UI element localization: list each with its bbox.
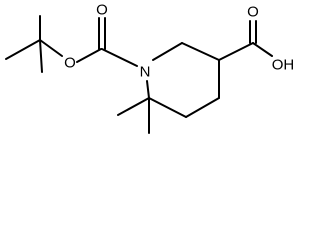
ring-nitrogen-label: N bbox=[140, 64, 151, 81]
bond-ring-to-acid-carbon bbox=[218, 42, 254, 61]
bond-ring-c2-c3 bbox=[181, 42, 220, 61]
bond-tbu-to-ester-oxygen bbox=[39, 39, 63, 57]
bond-gem-methyl-left bbox=[117, 97, 150, 116]
bond-acid-to-hydroxyl bbox=[252, 42, 273, 57]
molecule-structure: O O N O OH bbox=[5, 2, 295, 134]
bond-ester-oxygen-to-carbonyl bbox=[76, 48, 102, 63]
boc-carbonyl-oxygen-label: O bbox=[96, 2, 108, 19]
acid-carbonyl-oxygen-label: O bbox=[247, 4, 259, 21]
bond-tbu-methyl-left bbox=[5, 39, 41, 60]
ester-oxygen-label: O bbox=[64, 55, 76, 72]
bond-carbonyl-to-nitrogen bbox=[101, 48, 138, 67]
bond-ring-c5-c6 bbox=[148, 97, 187, 118]
bond-ring-n-c2 bbox=[152, 42, 183, 61]
acid-hydroxyl-label: OH bbox=[272, 57, 295, 74]
bond-tbu-methyl-bottom bbox=[39, 39, 43, 73]
bond-ring-c6-n bbox=[146, 80, 150, 99]
bond-ring-c4-c5 bbox=[185, 97, 220, 118]
